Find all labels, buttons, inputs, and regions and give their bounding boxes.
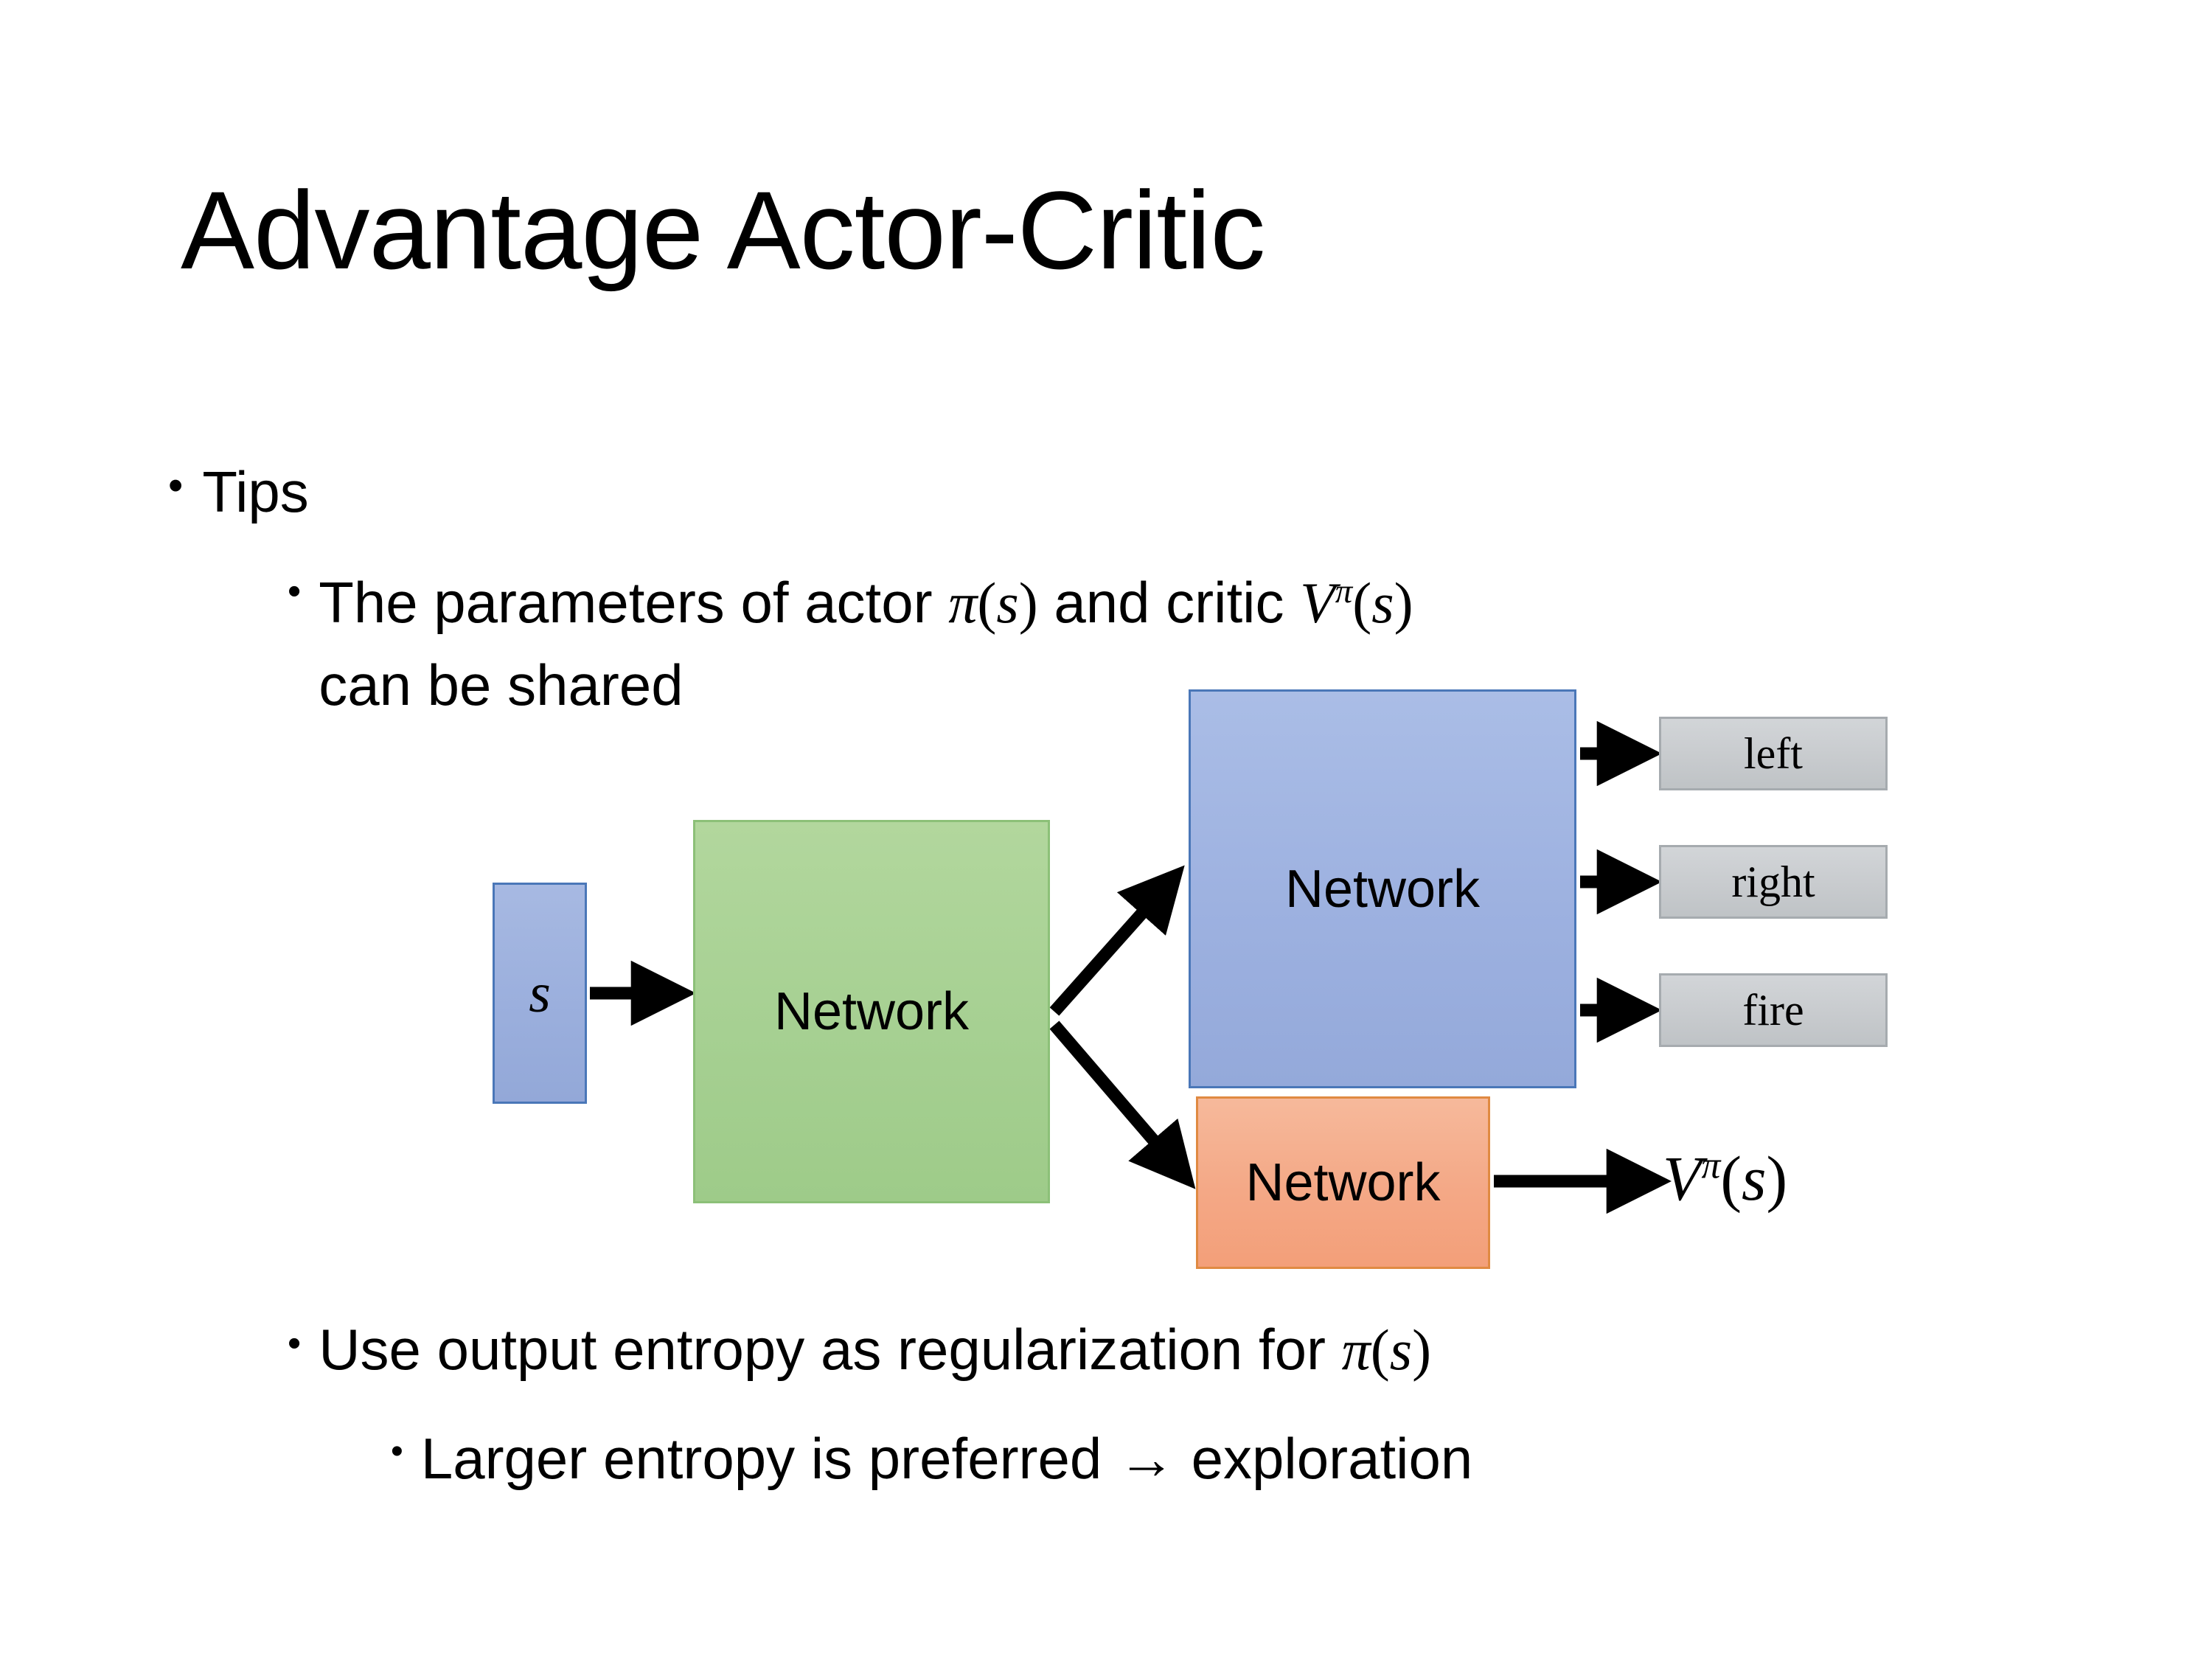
shared-network-box: Network: [693, 820, 1050, 1203]
bullet-parameters-shared: • The parameters of actor π(s) and criti…: [288, 562, 1836, 726]
arrow-shared-to-critic-network: [1049, 1020, 1196, 1189]
state-input-label: s: [529, 961, 551, 1024]
bullet-entropy-regularization: • Use output entropy as regularization f…: [288, 1314, 1983, 1386]
critic-value-output: Vπ(s): [1663, 1141, 1787, 1215]
bullet-dot-icon: •: [168, 462, 184, 509]
math-actor-policy: π(s): [1342, 1318, 1431, 1382]
V-symbol: V: [1300, 571, 1335, 635]
pi-superscript: π: [1335, 572, 1353, 611]
critic-network-label: Network: [1245, 1153, 1441, 1212]
bullet-parameters-middle: and critic: [1037, 570, 1301, 635]
actor-network-box: Network: [1189, 689, 1576, 1088]
action-output-right: right: [1659, 845, 1888, 919]
pi-symbol: π: [1341, 1318, 1371, 1382]
pi-superscript: π: [1701, 1144, 1721, 1187]
open-paren: (: [1370, 1318, 1390, 1382]
close-paren: ): [1412, 1318, 1432, 1382]
math-critic-value: Vπ(s): [1300, 571, 1413, 635]
open-paren: (: [977, 571, 997, 635]
V-symbol: V: [1663, 1143, 1702, 1214]
bullet-entropy-text: Use output entropy as regularization for…: [319, 1314, 1983, 1386]
bullet-parameters-line2: can be shared: [319, 652, 684, 717]
bullet-tips: • Tips: [168, 457, 309, 527]
state-symbol: s: [1742, 1143, 1767, 1214]
bullet-larger-entropy-label: Larger entropy is preferred → exploratio…: [420, 1426, 1473, 1491]
close-paren: ): [1766, 1143, 1788, 1214]
state-symbol: s: [1371, 571, 1394, 635]
action-output-right-label: right: [1731, 858, 1815, 906]
actor-network-label: Network: [1284, 859, 1481, 919]
bullet-dot-icon: •: [288, 1322, 302, 1365]
bullet-parameters-shared-text: The parameters of actor π(s) and critic …: [319, 562, 1836, 726]
action-output-fire: fire: [1659, 973, 1888, 1047]
state-input-box: s: [493, 883, 587, 1104]
arrow-shared-to-actor-network: [1049, 865, 1185, 1016]
math-actor-policy: π(s): [948, 571, 1037, 635]
open-paren: (: [1720, 1143, 1742, 1214]
bullet-dot-icon: •: [288, 570, 302, 613]
bullet-entropy-prefix: Use output entropy as regularization for: [319, 1317, 1342, 1382]
close-paren: ): [1018, 571, 1038, 635]
action-output-fire-label: fire: [1742, 986, 1804, 1034]
state-symbol: s: [996, 571, 1019, 635]
state-symbol: s: [1389, 1318, 1413, 1382]
close-paren: ): [1394, 571, 1413, 635]
bullet-larger-entropy: • Larger entropy is preferred → explorat…: [391, 1423, 2087, 1495]
pi-symbol: π: [948, 571, 978, 635]
bullet-tips-label: Tips: [202, 459, 309, 524]
action-output-left: left: [1659, 717, 1888, 790]
action-output-left-label: left: [1744, 729, 1803, 778]
open-paren: (: [1352, 571, 1372, 635]
page-title: Advantage Actor-Critic: [181, 168, 1265, 292]
bullet-parameters-prefix: The parameters of actor: [319, 570, 949, 635]
shared-network-label: Network: [773, 982, 970, 1041]
bullet-dot-icon: •: [391, 1432, 403, 1471]
critic-network-box: Network: [1196, 1096, 1490, 1269]
